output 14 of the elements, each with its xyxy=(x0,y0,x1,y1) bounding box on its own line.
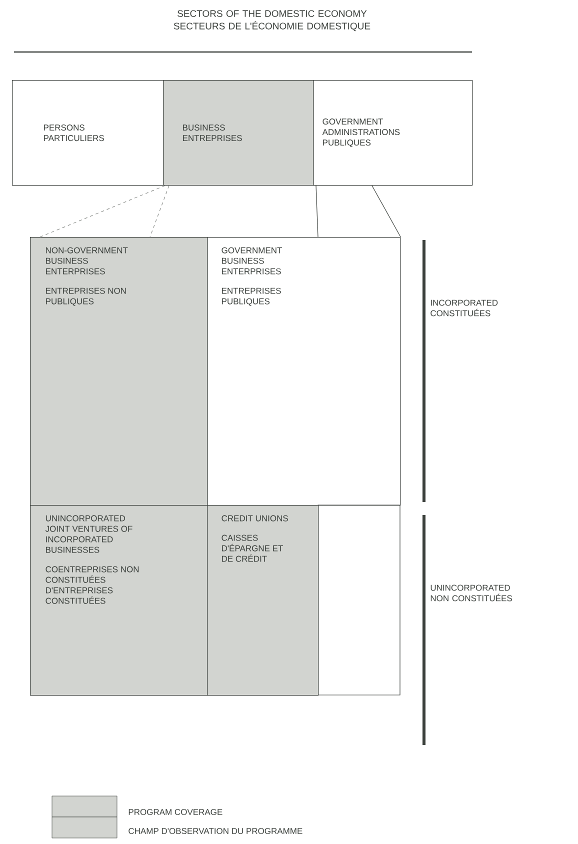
sector-box: BUSINESS ENTREPRISES xyxy=(163,80,314,186)
side-label: INCORPORATED CONSTITUÉES xyxy=(430,300,498,316)
legend-text: PROGRAM COVERAGE xyxy=(128,809,222,815)
sector-box: GOVERNMENT ADMINISTRATIONS PUBLIQUES xyxy=(313,80,473,186)
guide-line xyxy=(150,185,170,238)
guide-line xyxy=(40,185,166,238)
legend-text: CHAMP D'OBSERVATION DU PROGRAMME xyxy=(128,828,302,834)
table-cell: CREDIT UNIONS CAISSES D'ÉPARGNE ET DE CRÉDIT xyxy=(207,505,319,696)
guide-line xyxy=(372,185,401,238)
side-label: UNINCORPORATED NON CONSTITUÉES xyxy=(430,584,512,602)
guide-line xyxy=(316,185,318,238)
table-cell: UNINCORPORATED JOINT VENTURES OF INCORPORATED BUSINESSES COENTREPRISES NON CONSTITUÉES D'ENTREPRISES CONSTITUÉES xyxy=(30,505,208,696)
title: SECTORS OF THE DOMESTIC ECONOMY SECTEURS DE L'ÉCONOMIE DOMESTIQUE xyxy=(174,10,370,32)
table-cell: NON-GOVERNMENT BUSINESS ENTERPRISES ENTREPRISES NON PUBLIQUES xyxy=(30,237,208,506)
